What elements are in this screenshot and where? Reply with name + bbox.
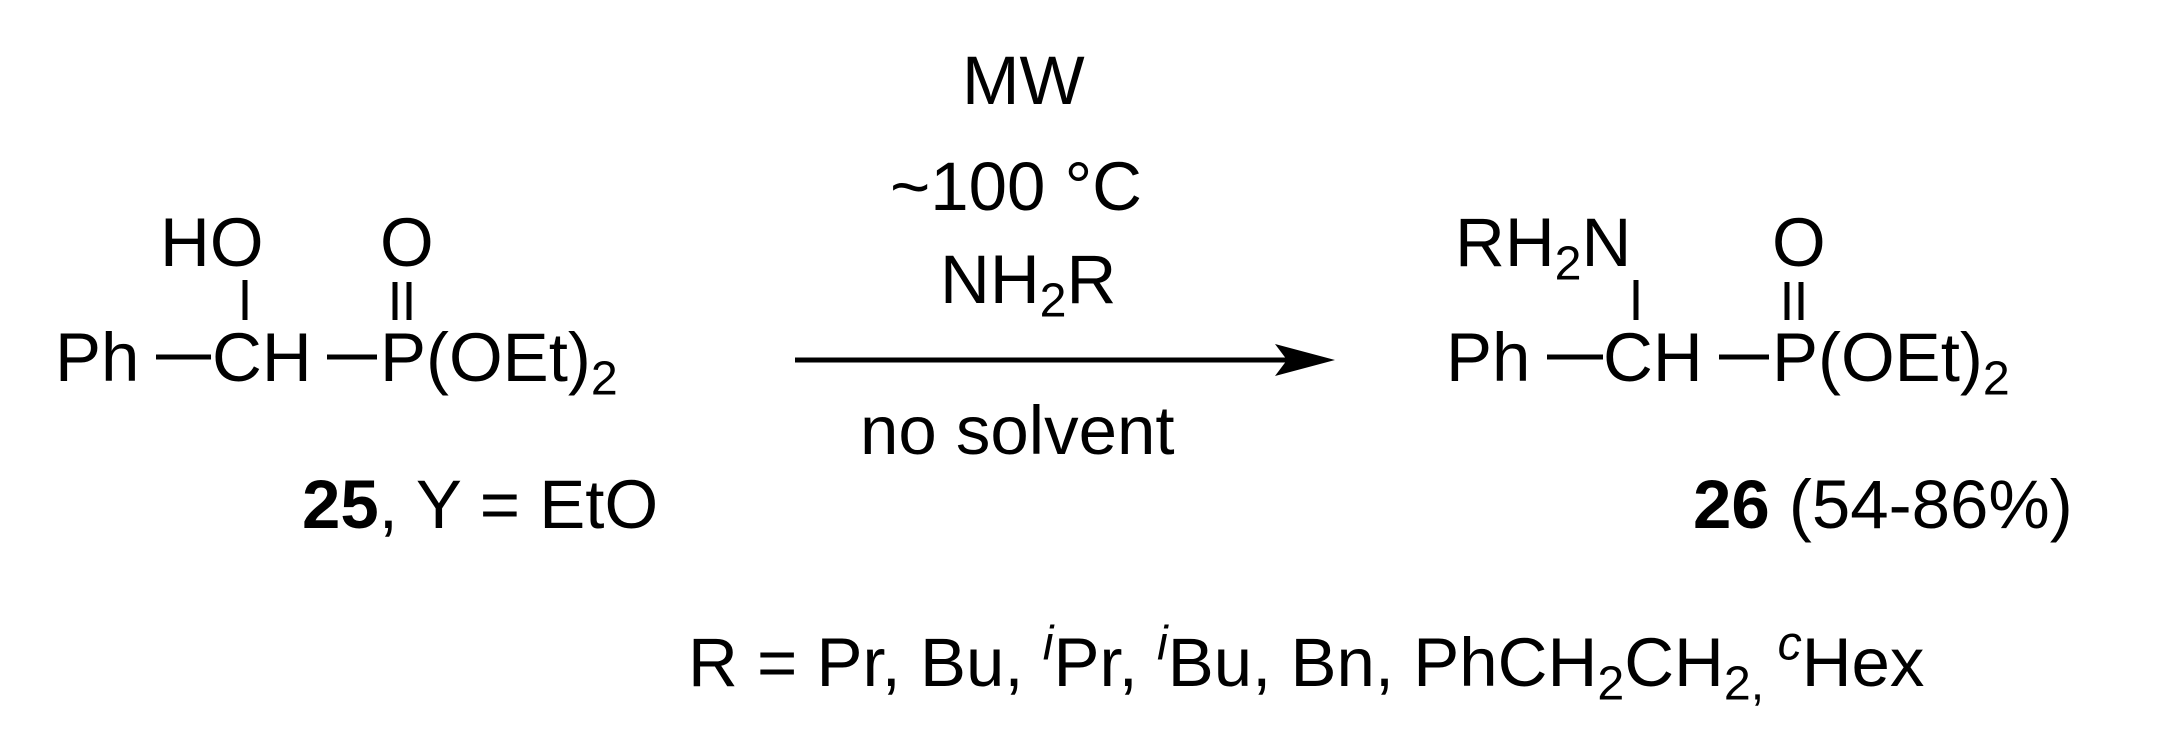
product-yield: (54-86%) <box>1769 466 2073 543</box>
substituent-lead: R = Pr, Bu, <box>688 624 1043 701</box>
reactant-phosphonate-label: P(OEt)2 <box>380 323 618 403</box>
condition-amine-subscript: 2 <box>1039 273 1067 328</box>
reactant-phenyl-label: Ph <box>55 319 140 396</box>
reactant-carbon-label: CH <box>212 319 312 396</box>
reactant-phosphorus-symbol: P <box>380 319 427 396</box>
substituent-cyclo-superscript: c <box>1777 616 1802 671</box>
product-compound-number: 26 <box>1693 466 1770 543</box>
product-ester-subscript: 2 <box>1982 351 2010 406</box>
substituent-cyclohexyl: Hex <box>1801 624 1925 701</box>
product-amine-prefix: RH <box>1455 204 1555 281</box>
product-phosphonate-label: P(OEt)2 <box>1772 323 2010 403</box>
product-phosphorus-symbol: P <box>1772 319 1819 396</box>
substituent-ch2-subscript-2: 2, <box>1723 656 1778 711</box>
product-ester-text: (OEt) <box>1818 319 1983 396</box>
substituent-list: R = Pr, Bu, iPr, iBu, Bn, PhCH2CH2, cHex <box>688 619 1924 707</box>
reactant-ester-subscript: 2 <box>590 351 618 406</box>
substituent-ch-text: CH <box>1624 624 1724 701</box>
condition-solvent-free: no solvent <box>860 392 1175 469</box>
product-phosphoryl-oxygen-label: O <box>1772 204 1826 281</box>
product-amine-nitrogen: N <box>1581 204 1632 281</box>
product-amine-subscript: 2 <box>1554 236 1582 291</box>
reactant-compound-label: 25, Y = EtO <box>302 470 658 539</box>
reactant-hydroxy-label: HO <box>160 204 264 281</box>
condition-amine-reagent: NH2R <box>940 245 1116 325</box>
condition-amine-tail: R <box>1066 241 1117 318</box>
substituent-isobutyl-benzyl-phenethyl: Bu, Bn, PhCH <box>1167 624 1598 701</box>
reactant-ester-text: (OEt) <box>426 319 591 396</box>
substituent-iso-superscript-2: i <box>1157 616 1168 671</box>
condition-microwave: MW <box>962 42 1085 119</box>
product-amine-label: RH2N <box>1455 208 1631 288</box>
condition-temperature: ~100 °C <box>890 148 1143 225</box>
product-carbon-label: CH <box>1603 319 1703 396</box>
reactant-compound-number: 25 <box>302 466 379 543</box>
condition-amine-base: NH <box>940 241 1040 318</box>
product-phenyl-label: Ph <box>1446 319 1531 396</box>
reactant-compound-note: , Y = EtO <box>378 466 659 543</box>
product-compound-label: 26 (54-86%) <box>1693 470 2073 539</box>
substituent-ch2-subscript-1: 2 <box>1597 656 1625 711</box>
reaction-arrow-head <box>1275 344 1335 376</box>
reactant-phosphoryl-oxygen-label: O <box>380 204 434 281</box>
substituent-iso-superscript-1: i <box>1042 616 1054 671</box>
substituent-isopropyl: Pr, <box>1053 624 1158 701</box>
